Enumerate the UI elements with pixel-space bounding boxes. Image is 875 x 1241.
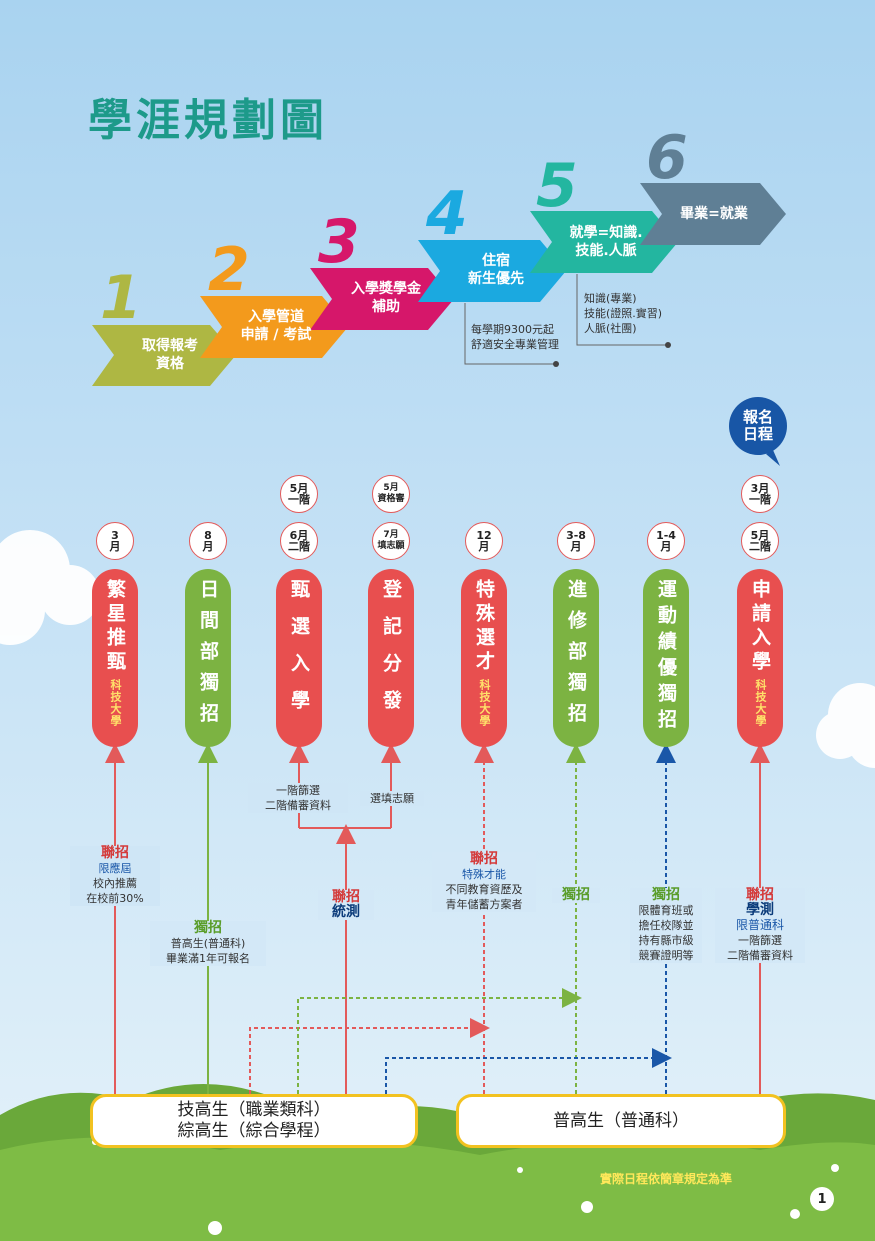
label-c1: 聯招 限應屆 校內推薦 在校前30% — [70, 846, 160, 906]
date-circle-c6: 3-8 月 — [557, 522, 595, 560]
step-5-note-line — [576, 274, 668, 346]
label-c4-note: 選填志願 — [360, 791, 424, 806]
step-3-number: 3 — [318, 207, 360, 277]
label-c6-head: 獨招 — [562, 887, 590, 903]
channel-pill-c6: 進修部獨招 — [553, 569, 599, 747]
label-c8-line2: 一階篩選 二階備審資料 — [727, 934, 793, 962]
page-number: 1 — [810, 1187, 834, 1211]
label-c8: 聯招 學測 限普通科 一階篩選 二階備審資料 — [715, 888, 805, 963]
step-5-number: 5 — [536, 151, 578, 221]
date-circle-c5: 12 月 — [465, 522, 503, 560]
schedule-bubble-tail — [766, 450, 780, 466]
step-5-arrow — [530, 211, 678, 273]
step-1-arrow — [92, 325, 236, 386]
label-c5-line2: 不同教育資歷及 青年儲蓄方案者 — [445, 883, 523, 911]
step-4-label: 住宿 新生優先 — [468, 253, 524, 287]
label-c1-line2: 校內推薦 在校前30% — [86, 877, 144, 905]
step-3-label: 入學獎學金 補助 — [351, 281, 421, 315]
channel-title: 甄選入學 — [288, 579, 310, 727]
channel-title: 申請入學 — [749, 579, 771, 675]
step-2-number: 2 — [208, 235, 250, 305]
step-4-number: 4 — [426, 179, 468, 249]
label-c7-line2: 限體育班或 擔任校隊並 持有縣市級 競賽證明等 — [638, 904, 694, 962]
channel-pill-c8: 申請入學 科技大學 — [737, 569, 783, 747]
page-title: 學涯規劃圖 — [88, 95, 328, 146]
step-4-note: 每學期9300元起 舒適安全專業管理 — [471, 323, 559, 351]
label-c8-line1b: 限普通科 — [735, 918, 784, 932]
step-5-label: 就學=知識. 技能.人脈 — [569, 225, 643, 259]
channel-title: 日間部獨招 — [197, 579, 219, 734]
date-circle-c8-a: 3月 一階 — [741, 475, 779, 513]
label-c1-line1: 限應屆 — [98, 862, 132, 875]
channel-sub: 科技大學 — [109, 679, 122, 727]
source-box-vocational: 技高生（職業類科） 綜高生（綜合學程） — [90, 1094, 418, 1148]
date-circle-c4-a: 5月 資格審 — [372, 475, 410, 513]
channel-sub: 科技大學 — [478, 679, 491, 727]
label-c34-head: 聯招 — [332, 889, 360, 905]
step-4-arrow — [418, 240, 566, 302]
date-circle-c4-b: 7月 填志願 — [372, 522, 410, 560]
label-c5-head: 聯招 — [470, 851, 498, 867]
channel-pill-c7: 運動績優獨招 — [643, 569, 689, 747]
label-c1-head: 聯招 — [101, 845, 129, 861]
channel-pill-c4: 登記分發 — [368, 569, 414, 747]
label-c7: 獨招 限體育班或 擔任校隊並 持有縣市級 競賽證明等 — [630, 888, 702, 963]
step-arrows — [92, 183, 786, 386]
channel-pill-c1: 繁星推甄 科技大學 — [92, 569, 138, 747]
step-6-arrow — [640, 183, 786, 245]
date-circle-c1: 3 月 — [96, 522, 134, 560]
step-1-number: 1 — [100, 263, 142, 333]
label-c34: 聯招 統測 — [318, 890, 374, 920]
label-c3-note: 一階篩選 二階備審資料 — [248, 783, 348, 813]
step-2-arrow — [200, 296, 348, 358]
date-circle-c2: 8 月 — [189, 522, 227, 560]
flow-line-c6-branch — [297, 988, 582, 1094]
label-c2: 獨招 普高生(普通科) 畢業滿1年可報名 — [150, 921, 266, 966]
source-box-general: 普高生（普通科） — [456, 1094, 786, 1148]
label-c6: 獨招 — [552, 888, 600, 903]
step-5-note: 知識(專業) 技能(證照.實習) 人脈(社團) — [584, 292, 663, 335]
channel-pill-c2: 日間部獨招 — [185, 569, 231, 747]
flow-line-c7-branch — [385, 1048, 672, 1094]
schedule-bubble: 報名 日程 — [729, 397, 787, 455]
step-6-label: 畢業=就業 — [680, 206, 748, 222]
label-c2-head: 獨招 — [194, 920, 222, 936]
label-c2-line2: 普高生(普通科) 畢業滿1年可報名 — [166, 937, 250, 965]
label-c5: 聯招 特殊才能 不同教育資歷及 青年儲蓄方案者 — [432, 852, 536, 912]
channel-sub: 科技大學 — [754, 679, 767, 727]
step-4-note-dot — [553, 361, 559, 367]
cloud-left — [0, 530, 100, 645]
step-5-note-dot — [665, 342, 671, 348]
label-c7-head: 獨招 — [652, 887, 680, 903]
date-circle-c3-b: 6月 二階 — [280, 522, 318, 560]
grass-front — [0, 1137, 875, 1241]
label-c8-line1: 學測 — [746, 902, 774, 918]
date-circle-c8-b: 5月 二階 — [741, 522, 779, 560]
cloud-right — [816, 683, 875, 768]
channel-title: 登記分發 — [380, 579, 402, 727]
label-c34-line1: 統測 — [332, 904, 360, 920]
flow-line-c5-branch — [249, 1018, 490, 1094]
step-1-label: 取得報考 資格 — [142, 338, 198, 372]
channel-pill-c5: 特殊選才 科技大學 — [461, 569, 507, 747]
footer-note: 實際日程依簡章規定為準 — [600, 1172, 733, 1186]
label-c5-line1: 特殊才能 — [462, 868, 506, 881]
step-3-arrow — [310, 268, 454, 330]
step-4-note-line — [464, 303, 556, 365]
channel-pill-c3: 甄選入學 — [276, 569, 322, 747]
step-2-label: 入學管道 申請 / 考試 — [240, 309, 312, 343]
step-6-number: 6 — [646, 123, 688, 193]
date-circle-c7: 1-4 月 — [647, 522, 685, 560]
label-c8-head: 聯招 — [746, 887, 774, 903]
date-circle-c3-a: 5月 一階 — [280, 475, 318, 513]
channel-title: 繁星推甄 — [104, 579, 126, 675]
channel-title: 進修部獨招 — [565, 579, 587, 734]
channel-title: 運動績優獨招 — [655, 579, 677, 735]
channel-title: 特殊選才 — [473, 579, 495, 675]
